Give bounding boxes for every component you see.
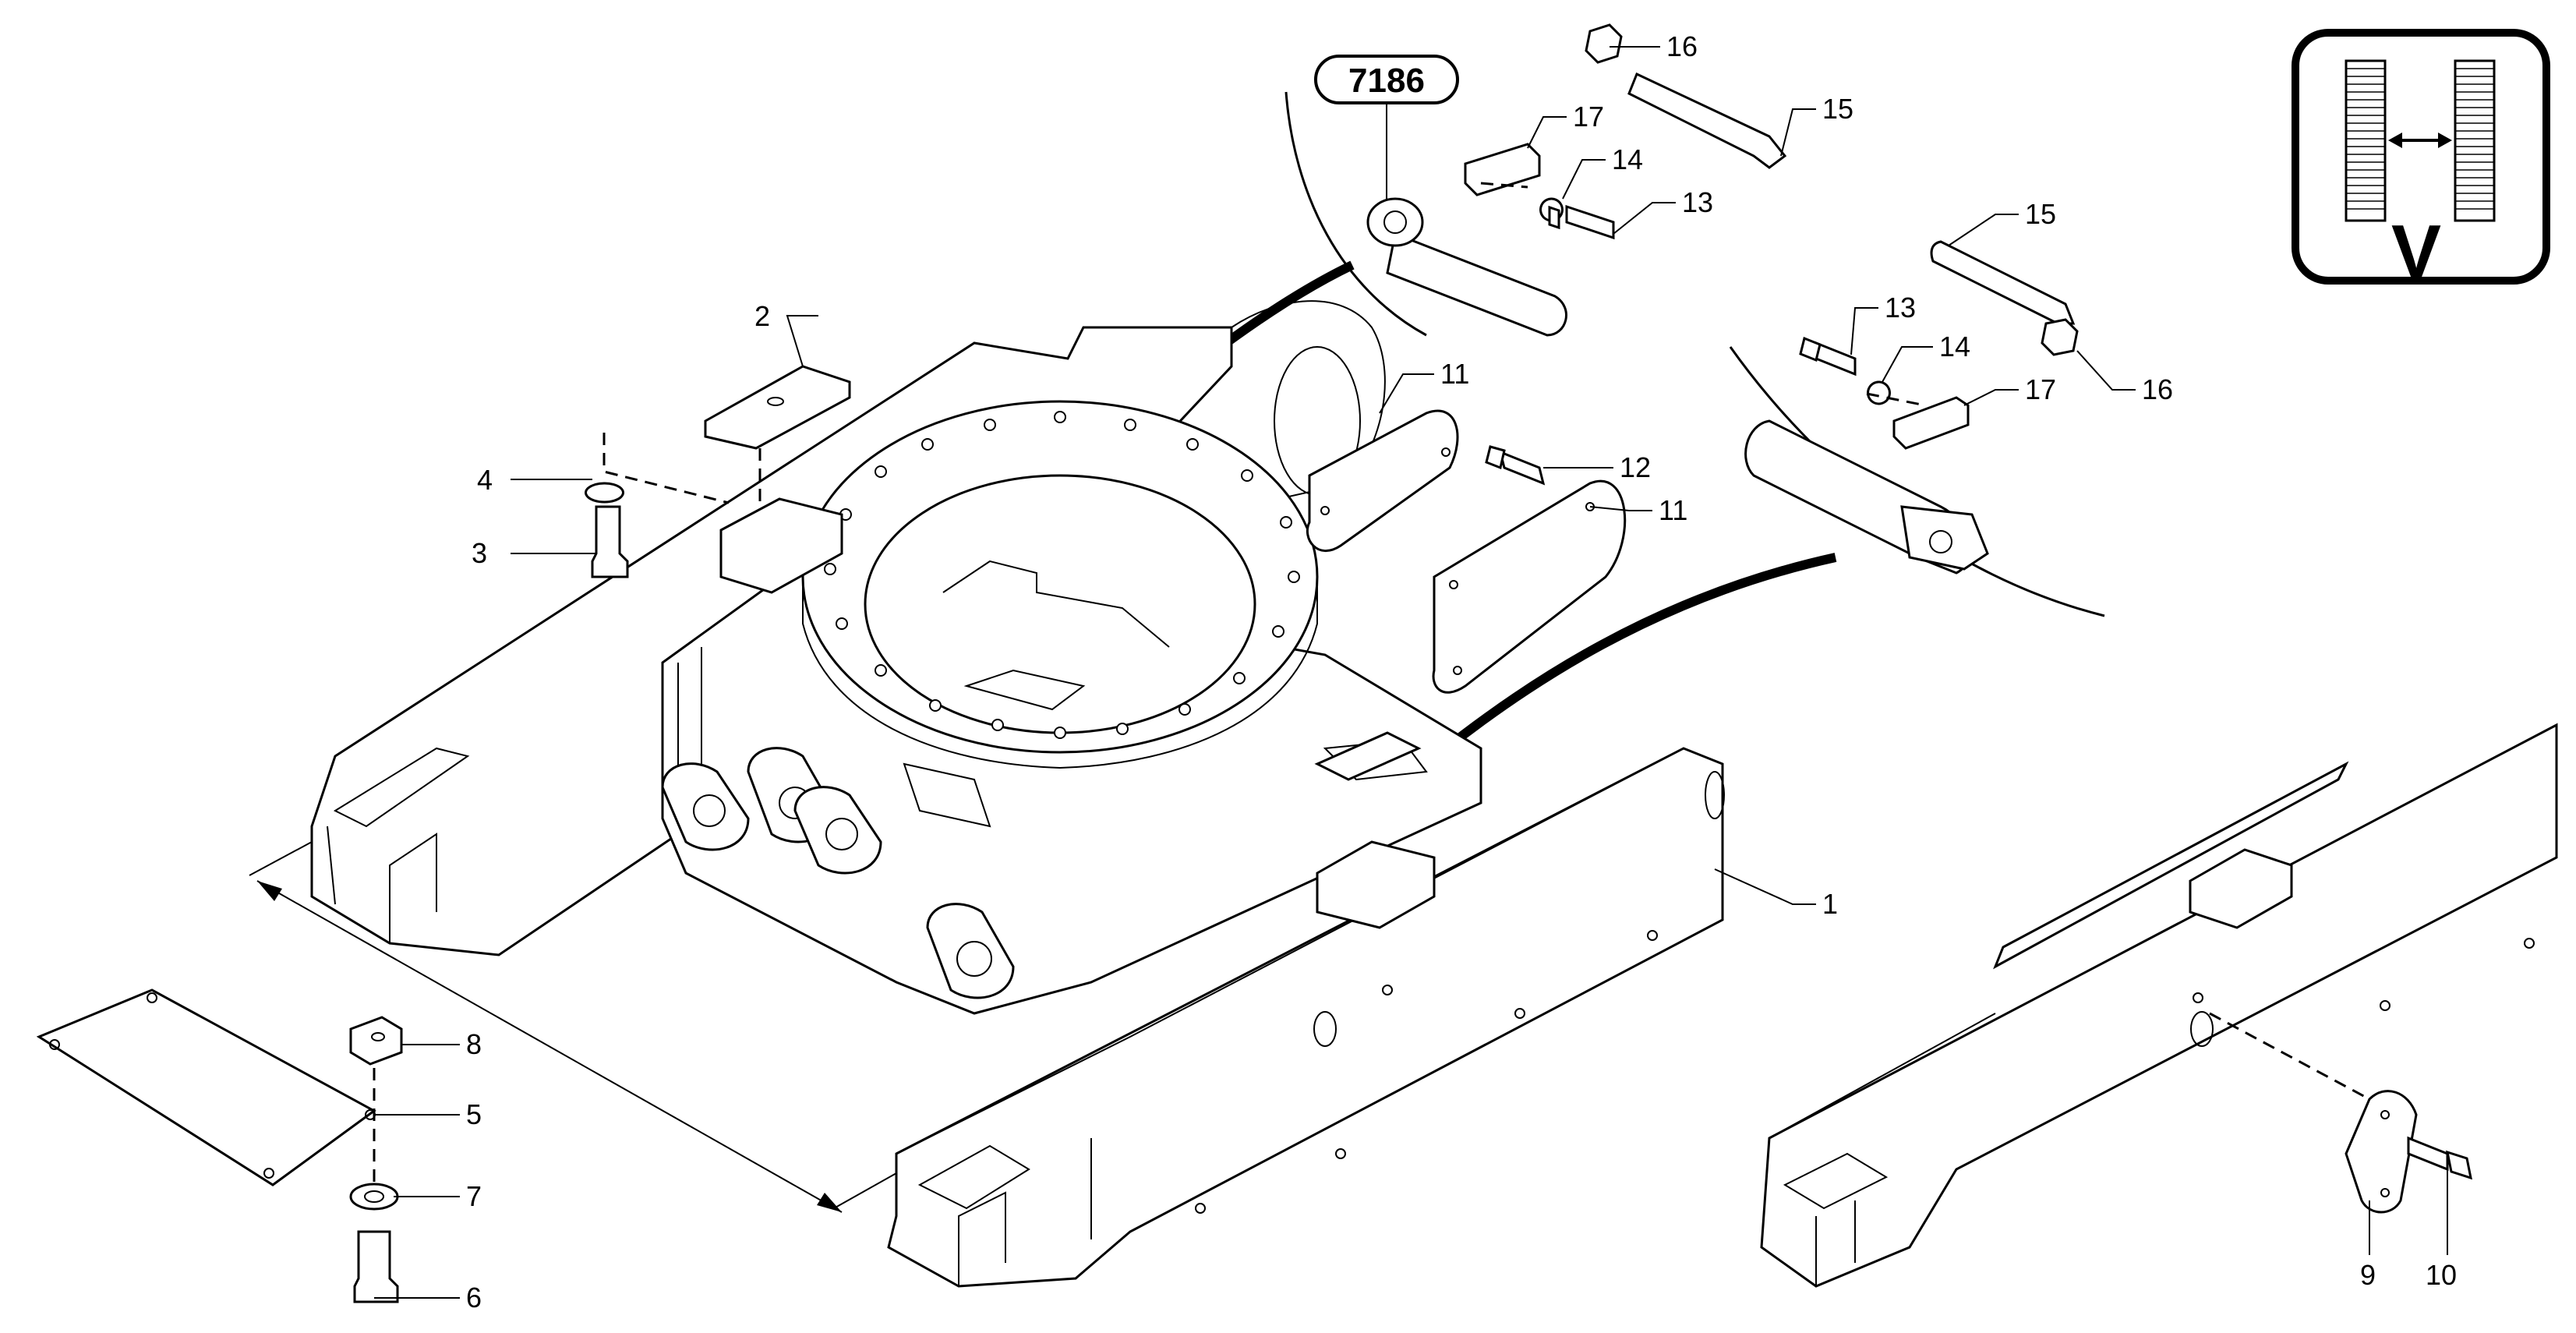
frame-holes [1195, 930, 1658, 1214]
bolt-3 [591, 505, 629, 578]
cover-plates [1306, 409, 1627, 694]
undercarriage-frame [249, 300, 1725, 1288]
washer-7 [349, 1183, 399, 1211]
wear-pad-2 [704, 365, 851, 450]
mounting-lugs [661, 747, 1015, 999]
callout-5: 5 [466, 1098, 482, 1130]
washer-4 [585, 482, 624, 504]
bolt-13-top [1565, 204, 1615, 240]
bolt-10 [2407, 1136, 2449, 1172]
track-gauge-icon [2345, 59, 2496, 222]
bolt-13-right [1815, 341, 1857, 377]
track-adjuster-detail-top [1366, 23, 1787, 337]
right-track-frame [887, 747, 1724, 1288]
side-cover-9 [2345, 1090, 2418, 1214]
callout-9: 9 [2360, 1259, 2376, 1291]
view-badge-letter: V [2391, 210, 2441, 293]
callout-11-a: 11 [1440, 358, 1469, 390]
callout-13-b: 13 [1885, 292, 1916, 324]
leader-lines [374, 46, 2448, 1299]
nut-16-right [2041, 318, 2079, 356]
callout-12: 12 [1620, 451, 1651, 483]
bolt-15-top [1627, 72, 1787, 169]
callout-6: 6 [466, 1282, 482, 1314]
callout-16-b: 16 [2142, 373, 2173, 405]
bolt-15-right [1930, 240, 2076, 325]
callout-16-a: 16 [1666, 30, 1698, 62]
callout-labels: 1 2 3 4 5 6 7 8 9 10 11 11 12 13 13 14 1… [466, 30, 2457, 1314]
callout-11-b: 11 [1659, 494, 1687, 526]
track-gauge-dimension [249, 841, 897, 1213]
pin-17-right [1892, 396, 1970, 450]
callout-17-a: 17 [1573, 101, 1604, 133]
reference-badge: 7186 [1314, 55, 1459, 210]
callout-15-a: 15 [1822, 93, 1853, 125]
callout-14-a: 14 [1612, 143, 1643, 175]
callout-17-b: 17 [2025, 373, 2056, 405]
bottom-plate-5 [36, 988, 376, 1186]
track-adjuster-detail-right [1744, 240, 2079, 575]
bolt-12 [1498, 450, 1546, 486]
callout-1: 1 [1822, 888, 1838, 920]
callout-14-b: 14 [1939, 331, 1970, 362]
bottom-plate-assembly [36, 988, 403, 1303]
side-cover-detail [1760, 723, 2558, 1288]
callout-13-a: 13 [1682, 186, 1713, 218]
bolt-holes [824, 411, 1300, 739]
slewing-ring [801, 400, 1319, 769]
cover-plate-11-upper [1306, 409, 1459, 552]
callout-3: 3 [472, 537, 487, 569]
wear-pad-bracket [719, 497, 843, 594]
bolt-6 [353, 1230, 399, 1303]
view-badge: V [2292, 29, 2550, 293]
cover-plate-11-lower [1432, 479, 1627, 694]
callout-2: 2 [754, 300, 770, 332]
callout-8: 8 [466, 1028, 482, 1060]
callout-4: 4 [477, 464, 493, 496]
reference-code: 7186 [1348, 62, 1425, 100]
washer-14-right [1867, 380, 1891, 405]
pin-17-top [1464, 143, 1541, 196]
callout-15-b: 15 [2025, 198, 2056, 230]
callout-10: 10 [2426, 1259, 2457, 1291]
callout-7: 7 [466, 1180, 482, 1212]
nut-16-top [1585, 23, 1623, 64]
